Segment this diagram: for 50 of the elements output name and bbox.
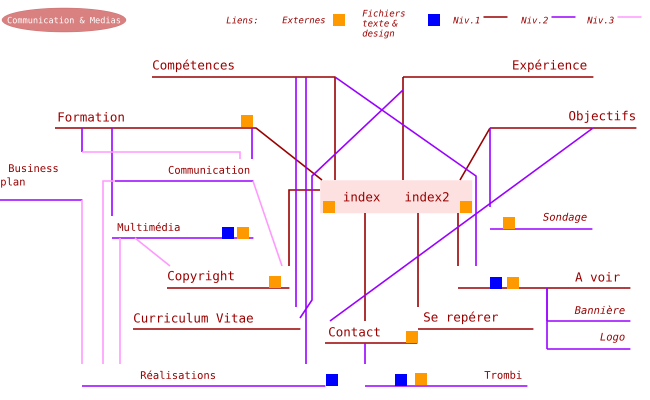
menu-entry: Se repérer <box>418 312 534 330</box>
legend-heading: Liens: <box>226 16 257 24</box>
legend-text: Niv.3 <box>587 16 614 24</box>
connector-line <box>330 127 594 322</box>
menu-entry: Contact <box>325 327 418 344</box>
menu-entry: Trombi <box>365 370 528 387</box>
connector-line <box>119 238 121 364</box>
connector-line <box>256 127 322 181</box>
menu-entry: Multimédia <box>112 222 254 239</box>
menu-entry: Expérience <box>403 60 594 78</box>
connector-line <box>81 128 83 152</box>
legend-text: Fichiers texte & design <box>362 10 405 38</box>
menu-entry: Réalisations <box>82 370 326 387</box>
connector-line <box>334 76 477 266</box>
connector-line <box>134 237 170 267</box>
connector-line <box>305 77 307 364</box>
menu-entry: Communication <box>115 166 254 182</box>
connector-line <box>364 213 366 321</box>
legend-text: Externes <box>282 16 325 24</box>
menu-entry: Sondage <box>490 212 592 230</box>
connector-line <box>251 128 253 159</box>
menu-entry: Business plan <box>0 164 82 201</box>
connector-line <box>299 89 404 318</box>
index-box: index index2 <box>320 180 472 214</box>
connector-line <box>334 77 336 180</box>
connector-line <box>102 180 115 364</box>
connector-line <box>295 77 297 307</box>
connector-line <box>402 77 404 180</box>
legend-text: Niv.2 <box>521 16 548 24</box>
connector-line <box>81 200 83 364</box>
connector-line <box>417 213 419 307</box>
connector-line <box>364 343 366 364</box>
menu-entry: Curriculum Vitae <box>133 312 300 330</box>
menu-entry: A voir <box>458 272 630 289</box>
menu-entry: Compétences <box>152 60 336 78</box>
menu-entry: Logo <box>547 332 630 350</box>
connector-line <box>459 128 491 180</box>
menu-entry: Formation <box>55 112 256 129</box>
legend-text: Niv.1 <box>453 16 480 24</box>
connector-line <box>252 180 283 266</box>
title-banner: Communication & Medias <box>2 8 126 32</box>
menu-entry: Bannière <box>547 306 630 322</box>
connector-line <box>82 151 241 159</box>
menu-entry: Copyright <box>167 270 290 289</box>
connector-line <box>457 213 459 266</box>
connector-line <box>546 288 548 349</box>
connector-line <box>288 189 320 266</box>
menu-entry: Objectifs <box>490 110 636 129</box>
connector-line <box>111 128 113 216</box>
connector-line <box>489 128 491 207</box>
